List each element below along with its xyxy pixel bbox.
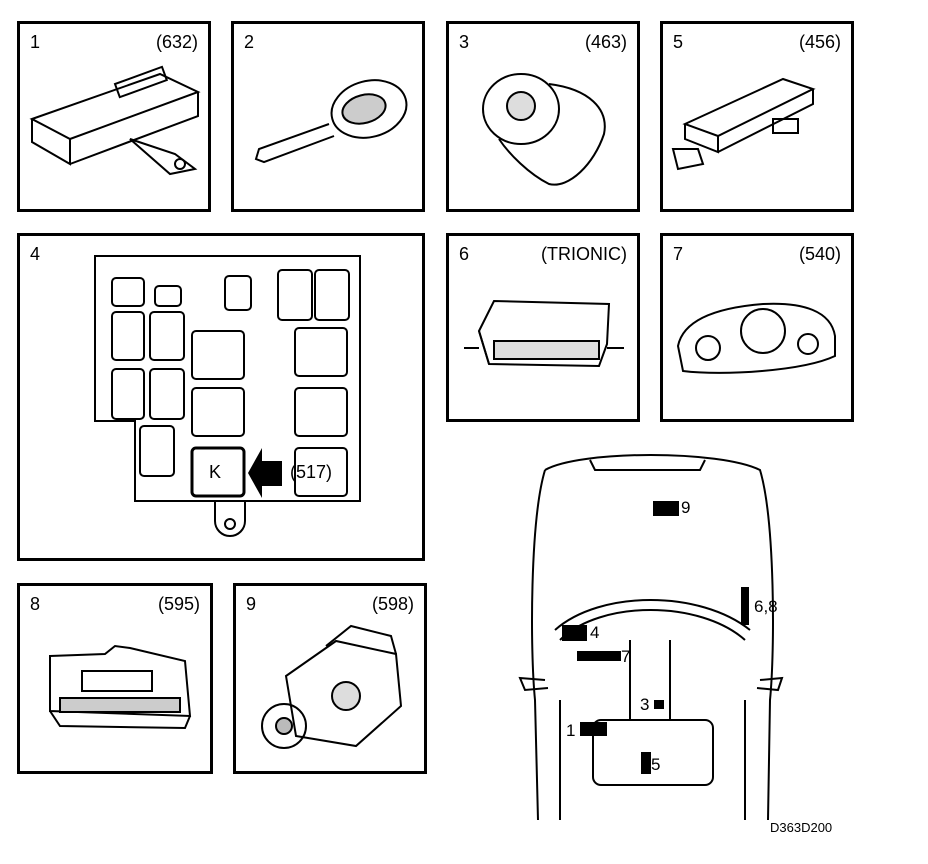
relay-label: K [209,462,222,482]
panel-number: 2 [244,32,255,52]
reference-code: D363D200 [770,820,833,835]
injection-pump-drawing [261,624,403,749]
panel-number: 7 [673,244,684,264]
panel-code: (456) [798,32,841,52]
panel-code: (TRIONIC) [541,244,627,264]
panel-8: 8 (595) [17,583,213,774]
panel-number: 5 [673,32,684,52]
panel-code: (595) [157,594,200,614]
relay-code: (517) [290,462,333,482]
panel-code: (598) [371,594,414,614]
panel-number: 6 [459,244,470,264]
panel-3: 3 (463) [446,21,640,212]
engine-ecu-drawing [49,644,192,730]
panel-code: (632) [155,32,198,52]
panel-7: 7 (540) [660,233,854,422]
instrument-panel-drawing [676,302,836,374]
fuse-box-drawing [94,255,361,537]
car-marker-9: 9 [681,498,691,517]
ignition-switch-drawing [482,73,606,186]
car-marker-7: 7 [621,647,631,666]
car-marker-6-8: 6,8 [754,597,778,616]
key-drawing [254,79,408,164]
car-marker-4: 4 [590,623,600,642]
arrow-icon [248,448,282,498]
panel-code: (463) [584,32,627,52]
panel-9: 9 (598) [233,583,427,774]
car-marker-5: 5 [651,755,661,774]
car-marker-1: 1 [566,721,576,740]
panel-number: 1 [30,32,41,52]
panel-2: 2 [231,21,425,212]
panel-number: 3 [459,32,470,52]
panel-number: 4 [30,244,41,264]
control-module-drawing [29,65,201,176]
panel-code: (540) [798,244,841,264]
panel-number: 8 [30,594,41,614]
trionic-ecu-drawing [464,299,624,368]
module-drawing [671,77,816,171]
panel-1: 1 (632) [17,21,211,212]
panel-number: 9 [246,594,257,614]
panel-4: 4 K (517) [17,233,425,561]
car-marker-3: 3 [640,695,650,714]
panel-5: 5 (456) [660,21,854,212]
panel-6: 6 (TRIONIC) [446,233,640,422]
